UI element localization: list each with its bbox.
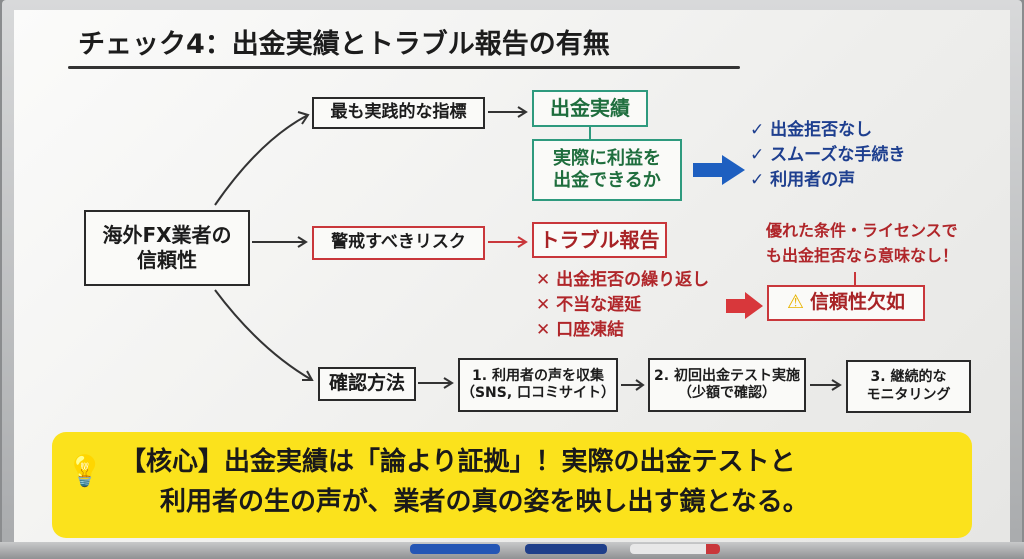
- cross-icon: ✕: [536, 295, 557, 315]
- root-line-1: 海外FX業者の: [102, 223, 232, 247]
- check-icon: ✓: [750, 170, 771, 190]
- withdrawal-detail-box: 実際に利益を出金できるか: [532, 139, 682, 201]
- red-marker: [630, 544, 720, 554]
- blue-marker: [410, 544, 500, 554]
- callout-line-2: 利用者の生の声が、業者の真の姿を映し出す鏡となる。: [160, 487, 809, 517]
- check-icon: ✓: [750, 145, 771, 165]
- root-box: 海外FX業者の信頼性: [84, 210, 250, 286]
- cross-icon: ✕: [536, 270, 557, 290]
- step-box-3: 3. 継続的なモニタリング: [846, 360, 971, 413]
- method-box: 確認方法: [318, 367, 416, 401]
- issue-list: ✕ 出金拒否の繰り返し ✕ 不当な遅延 ✕ 口座凍結: [536, 268, 709, 343]
- step-box-1: 1. 利用者の声を収集（SNS, 口コミサイト）: [458, 358, 618, 412]
- detail-line-2: 出金できるか: [553, 170, 661, 191]
- check-item: ✓ 出金拒否なし: [750, 120, 873, 140]
- step-box-2: 2. 初回出金テスト実施（少額で確認）: [648, 358, 806, 412]
- check-item: ✓ 利用者の声: [750, 170, 856, 190]
- withdrawal-record-box: 出金実績: [532, 90, 648, 127]
- lightbulb-icon: 💡: [66, 454, 104, 489]
- arrow-root-to-method: [214, 289, 313, 381]
- conclusion-box: ⚠信頼性欠如: [767, 285, 925, 321]
- risk-box: 警戒すべきリスク: [312, 226, 485, 260]
- page-title: チェック4：出金実績とトラブル報告の有無: [78, 29, 610, 60]
- issue-item: ✕ 出金拒否の繰り返し: [536, 270, 710, 290]
- detail-line-1: 実際に利益を: [553, 147, 661, 169]
- marker-tray: [0, 542, 1024, 559]
- issue-item: ✕ 口座凍結: [536, 320, 625, 340]
- cross-icon: ✕: [536, 320, 557, 340]
- check-icon: ✓: [750, 120, 771, 140]
- warning-note: 優れた条件・ライセンスでも出金拒否なら意味なし！: [766, 221, 959, 265]
- callout-line-1: 【核心】出金実績は「論より証拠」！実際の出金テストと: [120, 447, 796, 477]
- key-point-callout: 💡 【核心】出金実績は「論より証拠」！実際の出金テストと 利用者の生の声が、業者…: [52, 432, 972, 538]
- check-item: ✓ スムーズな手続き: [750, 145, 906, 165]
- root-line-2: 信頼性: [137, 248, 197, 272]
- trouble-report-box: トラブル報告: [532, 222, 667, 258]
- red-arrow: [726, 292, 763, 319]
- arrow-root-to-indicator: [214, 114, 309, 206]
- indicator-box: 最も実践的な指標: [312, 97, 485, 129]
- eraser: [525, 544, 607, 554]
- blue-arrow: [693, 155, 745, 185]
- warning-icon: ⚠: [786, 291, 805, 314]
- title-underline: [68, 66, 740, 69]
- check-list: ✓ 出金拒否なし ✓ スムーズな手続き ✓ 利用者の声: [750, 118, 905, 193]
- issue-item: ✕ 不当な遅延: [536, 295, 642, 315]
